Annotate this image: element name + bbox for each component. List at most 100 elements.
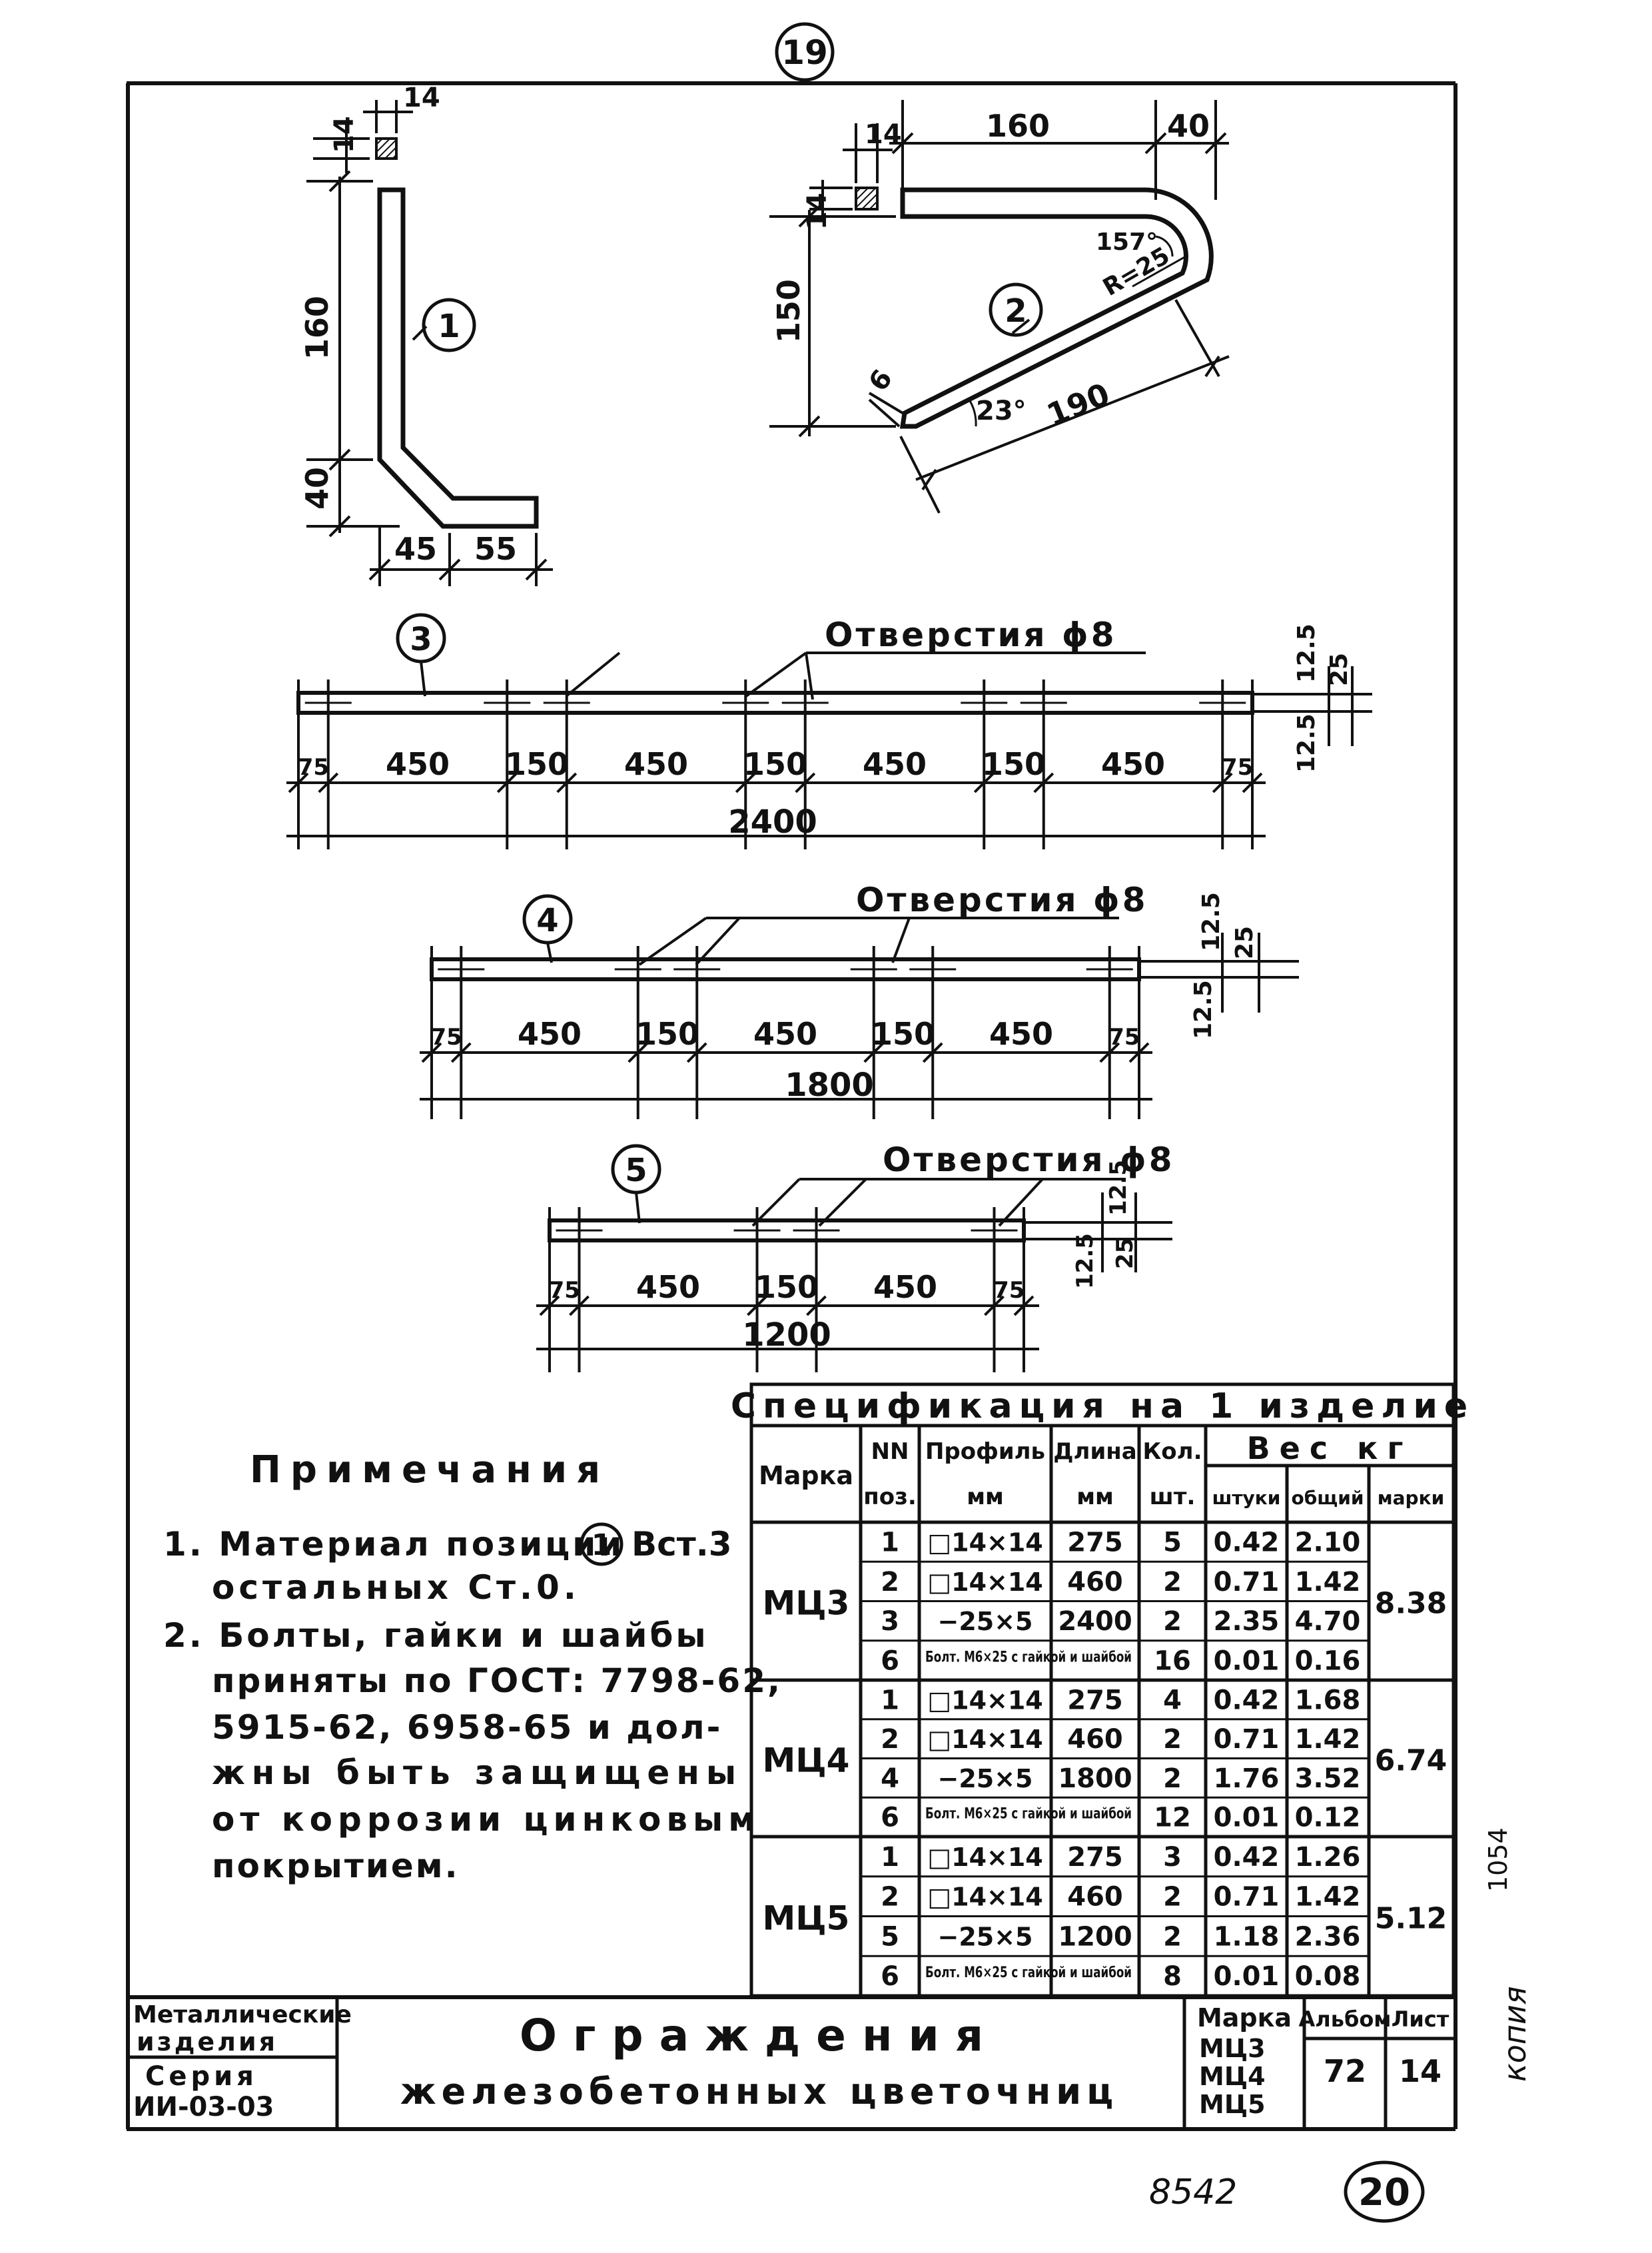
part-5-side-dim-a: 12.5	[1072, 1233, 1098, 1289]
part4-segment-dim: 150	[635, 1016, 699, 1052]
part-2-dim-height: 150	[771, 279, 807, 343]
part3-segment-dim: 450	[624, 746, 688, 782]
part-3-side-dim-c: 25	[1326, 653, 1353, 686]
spec-cell-qty: 2	[1163, 1921, 1182, 1952]
part4-segment-dim: 150	[871, 1016, 935, 1052]
part-4-side-dim-b: 12.5	[1198, 892, 1225, 951]
spec-cell-total: 1.42	[1295, 1567, 1361, 1597]
spec-cell-unit: 0.01	[1214, 1803, 1280, 1833]
part4-segment-dim: 75	[1108, 1024, 1140, 1051]
spec-cell-total: 0.16	[1295, 1645, 1361, 1676]
part-1-label: 1	[438, 308, 460, 345]
spec-cell-pos: 2	[881, 1882, 899, 1913]
spec-cell-total: 0.08	[1295, 1961, 1361, 1992]
note-line-3: 2. Болты, гайки и шайбы	[163, 1616, 709, 1655]
part3-segment-dim: 150	[982, 746, 1046, 782]
spec-cell-length: 460	[1067, 1882, 1123, 1913]
spec-header-w-total: общий	[1292, 1487, 1364, 1509]
tb-album-label: Альбом	[1299, 2007, 1392, 2032]
part-2-dim-section-w: 14	[865, 119, 902, 150]
part5-tick	[984, 1295, 1005, 1316]
part-4-total: 1800	[785, 1067, 874, 1104]
spec-mark: МЦ5	[763, 1899, 850, 1938]
part-5-side-dim-b: 12.5	[1105, 1160, 1132, 1216]
spec-cell-qty: 2	[1163, 1724, 1182, 1755]
spec-cell-total: 1.26	[1295, 1842, 1361, 1873]
part3-tick	[1242, 772, 1263, 793]
spec-cell-pos: 2	[881, 1724, 899, 1755]
tb-sheet-label: Лист	[1392, 2007, 1449, 2032]
tb-mark-1: МЦ3	[1199, 2034, 1266, 2063]
spec-cell-unit: 0.42	[1214, 1685, 1280, 1715]
svg-text:20: 20	[1358, 2171, 1410, 2214]
part-2-drawing: 2 14 14 160 40 150 157° R=25 6 23° 190	[769, 100, 1230, 514]
part4-segment-dim: 75	[430, 1024, 462, 1051]
part5-tick	[1013, 1295, 1034, 1316]
spec-cell-unit: 0.01	[1214, 1645, 1280, 1676]
part3-tick	[556, 772, 578, 793]
spec-cell-profile: □14×14	[927, 1843, 1043, 1872]
tb-marka-label: Марка	[1197, 2003, 1292, 2032]
part5-tick	[747, 1295, 767, 1316]
part4-tick	[421, 1042, 442, 1063]
part-4-holes-label: Отверстия ϕ8	[856, 881, 1148, 919]
part3-tick	[973, 772, 995, 793]
spec-header-qty-1: Кол.	[1143, 1438, 1202, 1465]
note-line-7: от коррозии цинковым	[212, 1800, 761, 1839]
spec-cell-pos: 6	[881, 1961, 899, 1992]
part-5-side-dim-c: 25	[1112, 1238, 1138, 1269]
part-1-dim-bottom-right: 55	[474, 531, 517, 567]
part-1-dim-section-h: 14	[329, 116, 360, 153]
spec-cell-qty: 2	[1163, 1763, 1182, 1794]
spec-cell-unit: 2.35	[1214, 1606, 1280, 1637]
note-line-2: остальных Ст.0.	[212, 1568, 580, 1607]
spec-cell-length: 275	[1067, 1685, 1123, 1715]
part-3-total: 2400	[728, 803, 817, 841]
part3-tick	[496, 772, 518, 793]
part5-tick	[569, 1295, 590, 1316]
spec-cell-profile: Болт. М6×25 с гайкой и шайбой	[925, 1965, 1132, 1981]
spec-cell-unit: 1.18	[1214, 1921, 1280, 1952]
spec-header-weight: Вес кг	[1247, 1430, 1413, 1466]
spec-cell-profile: □14×14	[927, 1568, 1043, 1597]
part3-segment-dim: 150	[743, 746, 807, 782]
spec-cell-total: 3.52	[1295, 1763, 1361, 1794]
part-2-dim-slant-len: 190	[1042, 376, 1114, 433]
part-2-label: 2	[1005, 292, 1027, 330]
part3-tick	[1212, 772, 1233, 793]
spec-title: Спецификация на 1 изделие	[731, 1386, 1474, 1426]
note-line-5: 5915-62, 6958-65 и дол-	[212, 1708, 722, 1747]
spec-cell-pos: 1	[881, 1842, 899, 1873]
svg-text:19: 19	[781, 33, 828, 72]
part-2-dim-top-len: 160	[986, 108, 1050, 144]
part5-tick	[806, 1295, 827, 1316]
note-circled-ref: 1	[592, 1528, 612, 1562]
bottom-sheet-number: 20	[1344, 2160, 1425, 2223]
tb-mark-3: МЦ5	[1199, 2090, 1266, 2119]
part3-segment-dim: 450	[386, 746, 450, 782]
spec-cell-length: 460	[1067, 1724, 1123, 1755]
part-1-dim-vertical: 160	[299, 296, 335, 360]
part-2-dim-angle-top: 157°	[1096, 228, 1158, 256]
part5-segment-dim: 450	[636, 1269, 700, 1305]
part-5-label: 5	[625, 1152, 647, 1189]
note-line-1a: 1. Материал позиции	[163, 1525, 624, 1564]
spec-mark-weight: 8.38	[1375, 1587, 1447, 1621]
part-5-total: 1200	[742, 1316, 831, 1354]
part4-tick	[627, 1042, 649, 1063]
spec-cell-profile: Болт. М6×25 с гайкой и шайбой	[925, 1649, 1132, 1665]
title-block: Металлические изделия Серия ИИ-03-03 Огр…	[127, 1997, 1455, 2129]
part-5-holes-label: Отверстия ϕ8	[883, 1140, 1175, 1179]
part-5-bar	[548, 1218, 1026, 1242]
spec-cell-length: 460	[1067, 1567, 1123, 1597]
spec-cell-length: 2400	[1058, 1606, 1132, 1637]
spec-cell-pos: 3	[881, 1606, 899, 1637]
spec-cell-length: 1800	[1058, 1763, 1132, 1794]
part-4-side-dim-c: 25	[1231, 926, 1258, 959]
tb-title-line2: железобетонных цветочниц	[400, 2070, 1118, 2112]
notes-block: Примечания 1. Материал позиции 1 Вст.3 о…	[163, 1448, 780, 1885]
bottom-code: 8542	[1149, 2172, 1237, 2212]
